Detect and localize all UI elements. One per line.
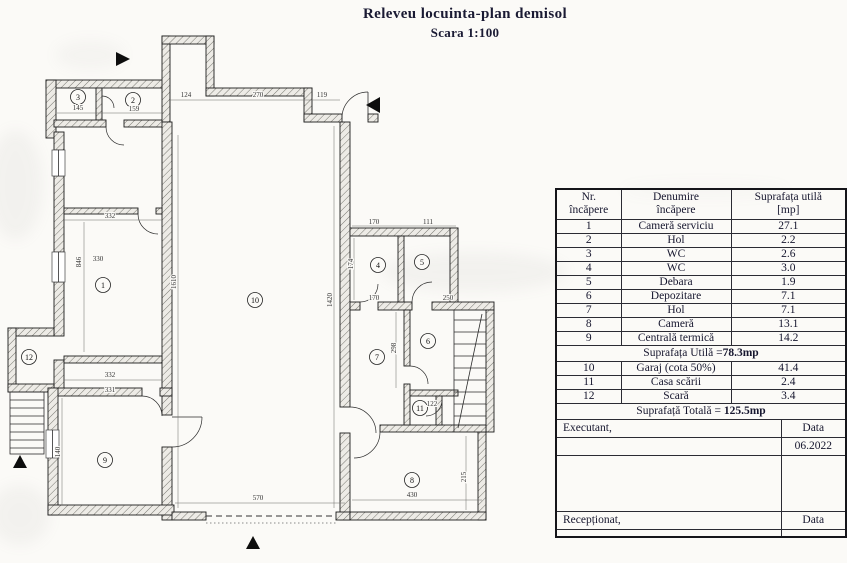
room-number: 8: [410, 476, 414, 485]
room-circle-11: [412, 400, 428, 416]
windows: [45, 149, 66, 459]
dimension-label: 124: [181, 91, 192, 99]
dimension-label: 250: [443, 294, 454, 302]
room-number: 2: [131, 96, 135, 105]
room-circle-1: [95, 277, 111, 293]
dimension-label: 330: [93, 255, 104, 263]
dimension-label: 1420: [326, 293, 334, 308]
room-circle-12: [21, 349, 37, 365]
dimension-label: 332: [105, 212, 116, 220]
dimension-label: 430: [407, 491, 418, 499]
doors: [101, 91, 443, 459]
direction-arrows: [13, 52, 380, 549]
garage-door-line: [206, 515, 336, 524]
room-number: 10: [251, 296, 259, 305]
room-circle-8: [404, 472, 420, 488]
table-row: [555, 454, 847, 512]
room-circle-6: [420, 333, 436, 349]
dimension-label: 145: [73, 104, 84, 112]
entrance-arrow: [116, 52, 130, 66]
dimension-label: 111: [423, 218, 433, 226]
room-number: 9: [103, 456, 107, 465]
dimension-label: 119: [317, 91, 328, 99]
room-number: 4: [376, 261, 380, 270]
table-row: Recepționat,Data: [555, 510, 847, 530]
table-row: Executant,Data: [555, 418, 847, 438]
dimension-label: 298: [390, 342, 398, 353]
room-circle-4: [370, 257, 386, 273]
page-title: Releveu locuinta-plan demisol: [362, 6, 568, 22]
dimension-label: 122: [427, 400, 438, 408]
room-number: 3: [76, 93, 80, 102]
table-row: Suprafața Utilă =78.3mp: [555, 344, 847, 362]
dimension-label: 215: [460, 471, 468, 482]
room-number: 11: [416, 404, 424, 413]
dimension-label: 570: [253, 494, 264, 502]
room-circle-9: [97, 452, 113, 468]
entrance-arrow: [366, 97, 380, 113]
room-circle-3: [70, 89, 86, 105]
scale-label: Scara 1:100: [430, 25, 500, 40]
dimension-label: 846: [75, 256, 83, 267]
room-circle-7: [369, 349, 385, 365]
room-number: 1: [101, 281, 105, 290]
dimension-lines: [57, 99, 482, 510]
room-number: 6: [426, 337, 430, 346]
floor-plan: 1234567891011121451591242701193323308461…: [7, 35, 495, 549]
dimension-label: 270: [253, 91, 264, 99]
room-circle-2: [125, 92, 141, 108]
room-circle-10: [247, 292, 263, 308]
dimension-label: 174: [347, 258, 355, 269]
dimension-label: 332: [105, 371, 116, 379]
dimension-label: 140: [54, 446, 62, 457]
table-row: [555, 528, 847, 538]
stairs-exterior: [9, 391, 45, 455]
table-row: 06.2022: [555, 436, 847, 456]
dimension-label: 1610: [170, 275, 178, 290]
room-number: 7: [375, 353, 379, 362]
stairs-right: [453, 310, 486, 432]
room-number: 12: [25, 353, 33, 362]
dimension-label: 331: [105, 386, 116, 394]
dimension-label: 170: [369, 294, 380, 302]
entrance-arrow: [13, 455, 27, 468]
room-number: 5: [420, 258, 424, 267]
entrance-arrow: [246, 536, 260, 549]
table-row: Suprafață Totală = 125.5mp: [555, 402, 847, 420]
room-circle-5: [414, 254, 430, 270]
dimension-label: 159: [129, 105, 140, 113]
dimension-label: 170: [369, 218, 380, 226]
